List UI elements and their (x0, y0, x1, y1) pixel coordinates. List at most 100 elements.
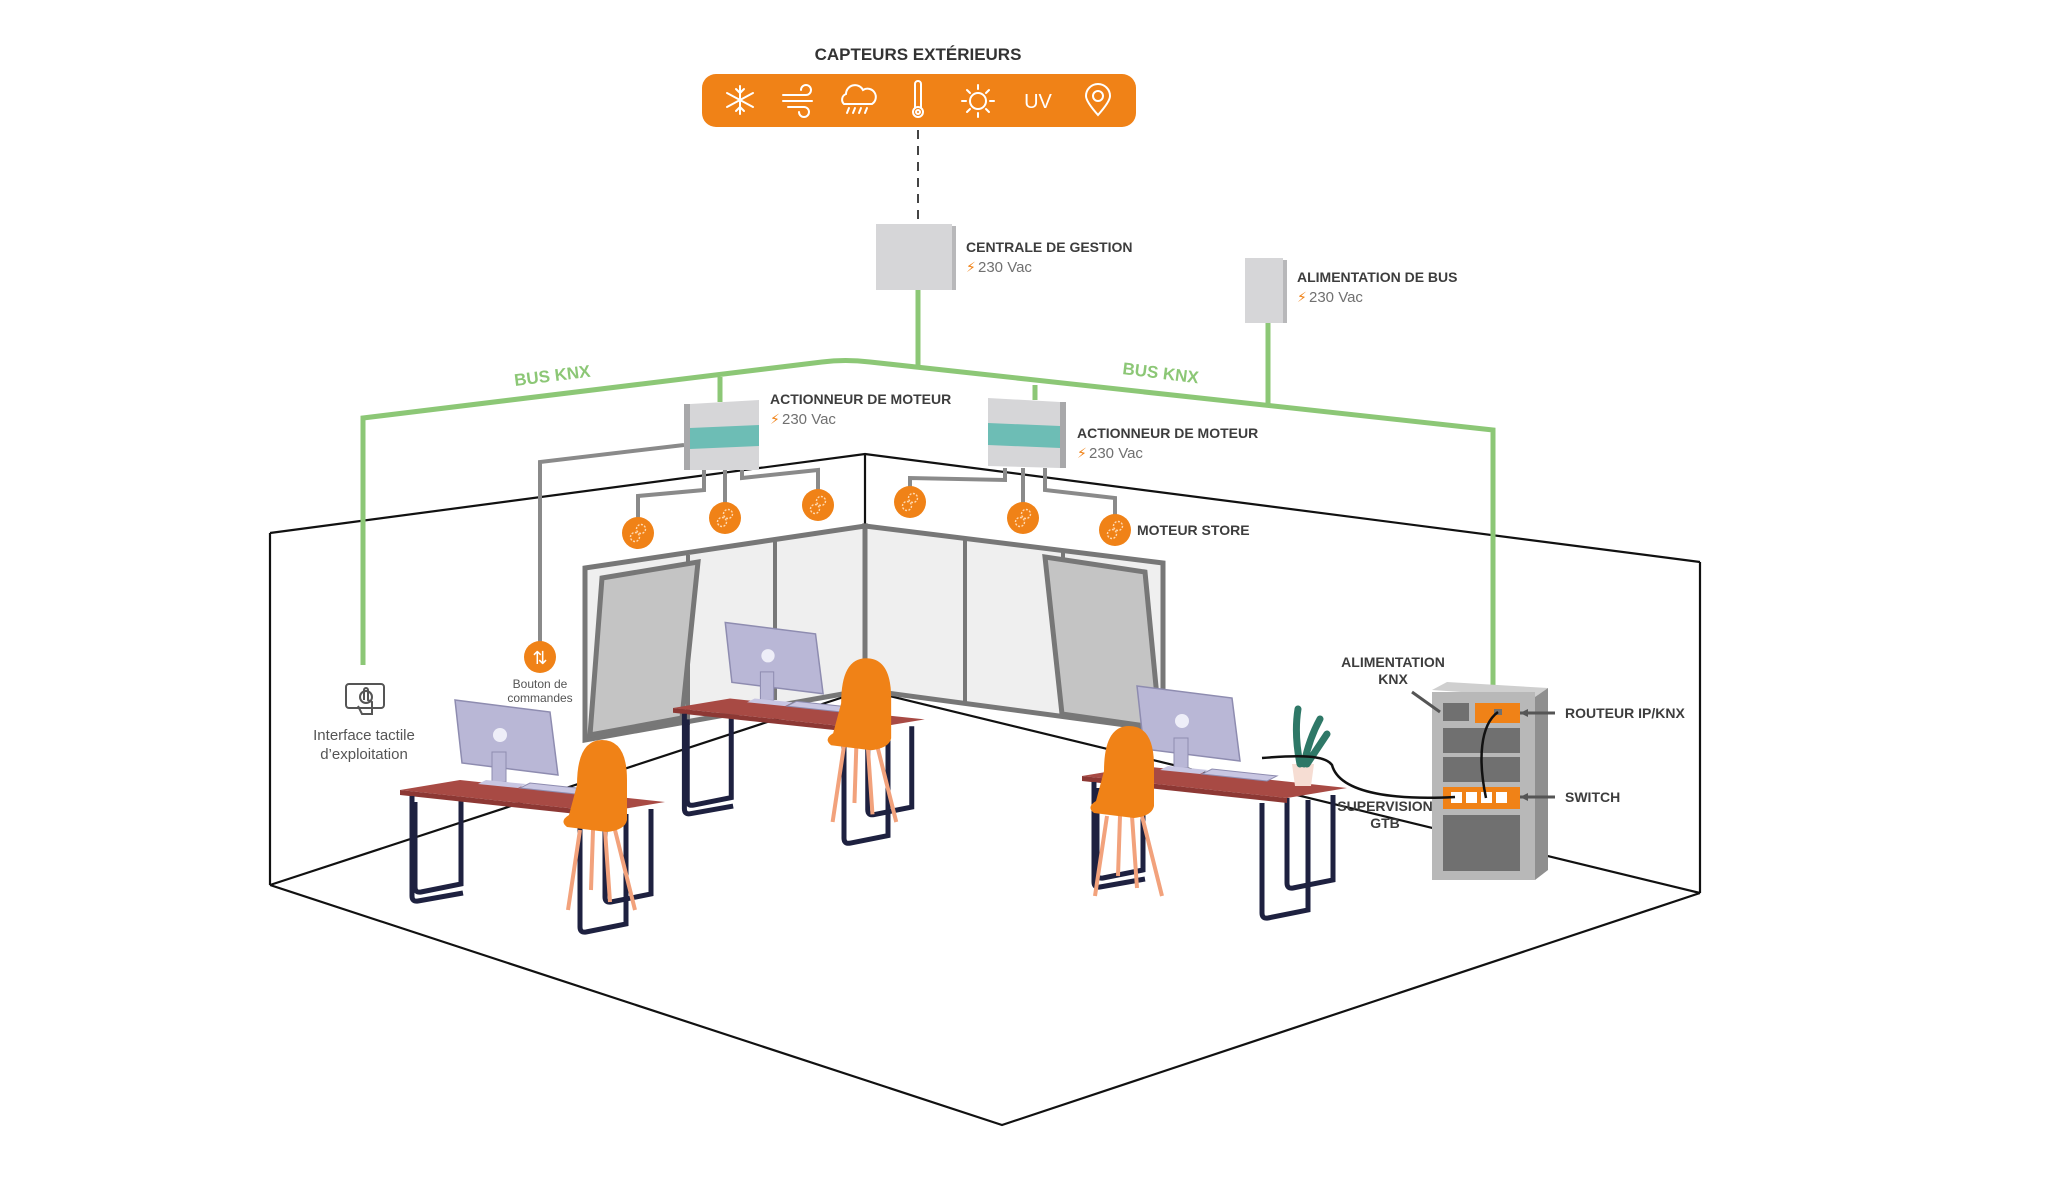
chair (1090, 726, 1154, 818)
gear-icon (815, 495, 827, 507)
desk-legs (865, 726, 915, 818)
workstation (1082, 685, 1347, 921)
thermometer-icon (912, 80, 924, 118)
centrale-de-gestion: CENTRALE DE GESTION ⚡ 230 Vac (876, 224, 1132, 290)
actuator-2: ACTIONNEUR DE MOTEUR ⚡ 230 Vac (988, 398, 1258, 468)
keyboard (1200, 768, 1279, 782)
gear-icon (1106, 528, 1118, 540)
gear-icon (1020, 508, 1032, 520)
desk-legs (602, 809, 654, 905)
actuator-2-label: ACTIONNEUR DE MOTEUR (1077, 425, 1258, 441)
motors (622, 486, 1131, 549)
monitor-stand (1173, 737, 1189, 769)
monitor-base (478, 780, 526, 788)
supervision-cable (1261, 755, 1456, 800)
touch-tablet-icon (345, 683, 385, 715)
power-icon: ⚡ (1077, 445, 1087, 461)
wire-motor (1043, 468, 1117, 518)
wind-icon (782, 84, 813, 118)
wire-motor (908, 468, 1007, 492)
chair (563, 740, 627, 832)
desk-legs (1259, 800, 1311, 921)
chair-legs (1093, 815, 1164, 897)
monitor-base (1160, 766, 1208, 774)
room-floor-front (269, 883, 1701, 1127)
sun-icon (961, 84, 995, 118)
touch-interface-label-1: Interface tactile (313, 727, 415, 744)
gear-icon (809, 503, 821, 515)
plant-leaves (1292, 705, 1331, 768)
workstation (673, 621, 925, 846)
location-pin-icon (1084, 83, 1112, 117)
motor-store-label: MOTEUR STORE (1137, 522, 1250, 538)
router-label: ROUTEUR IP/KNX (1565, 705, 1685, 721)
bus-knx (360, 290, 1496, 690)
monitor-base (747, 698, 793, 707)
motor-store (802, 489, 834, 521)
rain-cloud-icon (841, 84, 877, 114)
apple-logo-icon (493, 728, 507, 742)
apple-logo-icon (1175, 714, 1189, 728)
bus-knx-label-right: BUS KNX (1122, 359, 1201, 387)
actuator-2-power: 230 Vac (1089, 445, 1143, 462)
monitor-stand (491, 751, 507, 783)
command-button-label-2: commandes (507, 691, 572, 705)
motor-store (1007, 502, 1039, 534)
pointer-arrow (1411, 690, 1441, 714)
motor-store (894, 486, 926, 518)
workstation (400, 699, 665, 935)
gear-icon (635, 523, 647, 535)
power-icon: ⚡ (1297, 289, 1307, 305)
desk-legs (841, 731, 891, 846)
motor-store (709, 502, 741, 534)
sensor-icons (726, 80, 1112, 118)
motor-wires (538, 443, 1117, 655)
alim-bus-label: ALIMENTATION DE BUS (1297, 269, 1457, 285)
centrale-label: CENTRALE DE GESTION (966, 239, 1132, 255)
workstations (400, 621, 1347, 935)
snowflake-icon (726, 85, 754, 115)
desk-legs (1284, 795, 1336, 891)
touch-interface-label-2: d’exploitation (320, 746, 408, 763)
plant-pot (1292, 764, 1314, 786)
apple-logo-icon (761, 649, 775, 663)
motor-store (622, 517, 654, 549)
supervision-label-1: SUPERVISION (1337, 798, 1432, 814)
desk-legs (684, 716, 734, 808)
alim-knx-label-2: KNX (1378, 671, 1408, 687)
chair-legs (830, 745, 899, 823)
bus-knx-label-left: BUS KNX (513, 362, 592, 390)
alim-bus-power: 230 Vac (1309, 289, 1363, 306)
up-down-arrows-icon: ⇅ (532, 648, 547, 668)
supervision-label-2: GTB (1370, 815, 1400, 831)
desk-legs (577, 814, 629, 935)
gear-icon (629, 531, 641, 543)
uv-icon: UV (1024, 91, 1052, 113)
wire-motor (740, 467, 820, 495)
gear-icon (907, 492, 919, 504)
bus-main-line (360, 358, 1496, 690)
centrale-power: 230 Vac (978, 259, 1032, 276)
switch-label: SWITCH (1565, 789, 1620, 805)
wire-button (538, 443, 685, 655)
power-icon: ⚡ (966, 259, 976, 275)
actuator-1-power: 230 Vac (782, 411, 836, 428)
windows (582, 523, 1166, 743)
actuator-1-label: ACTIONNEUR DE MOTEUR (770, 391, 951, 407)
alimentation-de-bus: ALIMENTATION DE BUS ⚡ 230 Vac (1245, 258, 1457, 323)
command-button-label-1: Bouton de (513, 677, 568, 691)
power-icon: ⚡ (770, 411, 780, 427)
sensors-title: CAPTEURS EXTÉRIEURS (815, 45, 1022, 64)
monitor-stand (759, 671, 775, 701)
desk-legs (412, 799, 464, 895)
chair-legs (566, 829, 637, 911)
command-button: ⇅ Bouton de commandes (507, 641, 573, 705)
gear-icon (901, 500, 913, 512)
wire-motor (636, 470, 706, 520)
network-rack: ALIMENTATION KNX ROUTEUR IP/KNX SWITCH S… (1261, 654, 1685, 880)
gear-icon (722, 508, 734, 520)
gear-icon (716, 516, 728, 528)
chair (827, 658, 892, 751)
gear-icon (1112, 520, 1124, 532)
